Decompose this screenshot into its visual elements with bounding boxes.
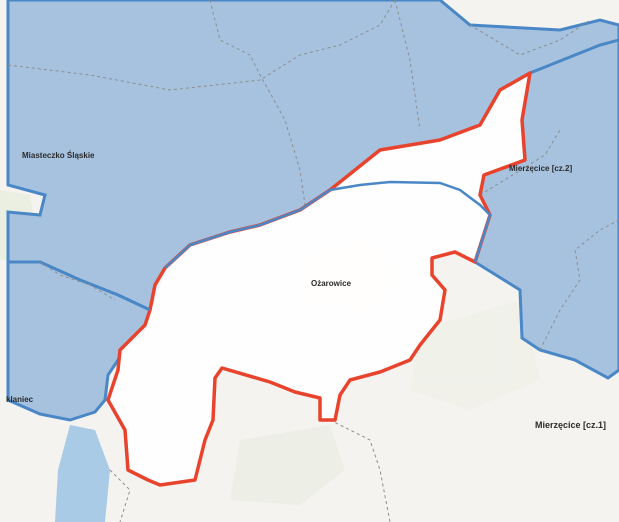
region-ozarowice-selected — [106, 71, 532, 487]
label-miasteczko-slaskie: Miasteczko Śląskie — [22, 151, 95, 160]
dashed-boundary — [539, 219, 619, 351]
neighbor-boundary-overlay — [117, 293, 151, 312]
label-ozarowice: Ożarowice — [311, 279, 352, 288]
land-patch — [410, 300, 540, 410]
dashed-boundary — [394, 0, 421, 131]
admin-dashed-lines — [7, 0, 619, 522]
lake — [55, 425, 110, 522]
label-mierzecice-cz1: Mierzęcice [cz.1] — [535, 420, 607, 430]
label-klaniec: klaniec — [6, 395, 34, 404]
dashed-boundary — [329, 419, 391, 522]
neighbor-boundary-overlay — [164, 180, 492, 269]
dashed-boundary — [209, 0, 306, 206]
land-patch — [230, 425, 345, 505]
top-gap — [440, 0, 600, 30]
dashed-boundary — [109, 469, 131, 522]
dashed-boundary — [7, 0, 396, 91]
dashed-boundary — [469, 19, 591, 56]
dashed-boundary — [479, 129, 561, 196]
label-mierzecice-cz2: Mierzęcice [cz.2] — [509, 164, 573, 173]
